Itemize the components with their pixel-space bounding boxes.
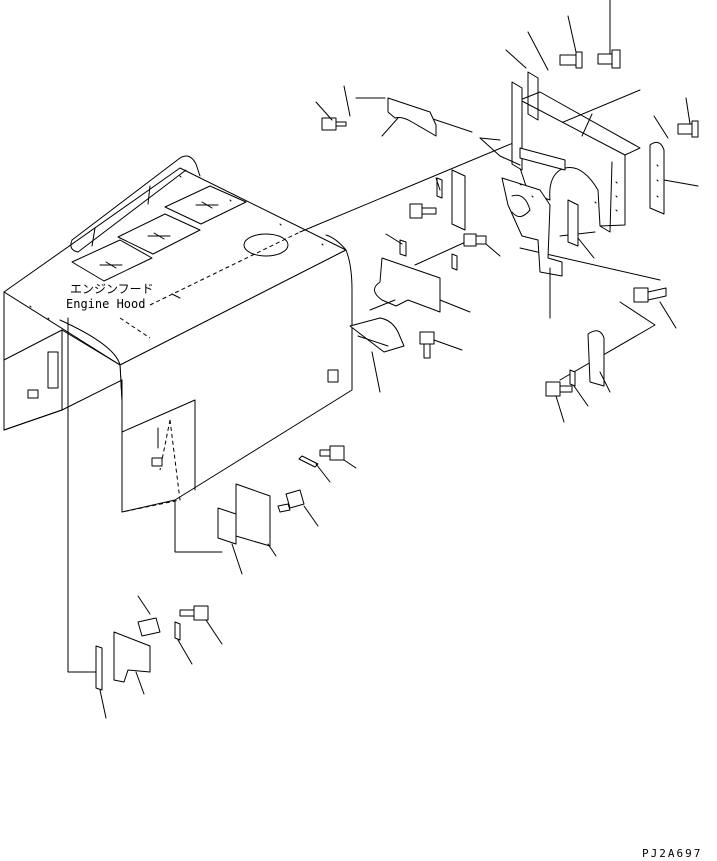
- bolts: [138, 50, 698, 636]
- leader-lines: [100, 0, 698, 718]
- bolt-3: [678, 121, 698, 137]
- bolt-6: [464, 234, 486, 246]
- bolt-11: [278, 490, 304, 512]
- engine-hood-label-en: Engine Hood: [66, 297, 145, 311]
- bolt-12: [138, 618, 160, 636]
- engine-hood-label: エンジンフード Engine Hood: [66, 282, 154, 338]
- drawing-code: PJ2A697: [642, 847, 702, 860]
- bolt-1: [560, 52, 582, 68]
- bolt-4: [322, 118, 346, 130]
- rear-bracket-assembly: [480, 72, 664, 276]
- bolt-8: [634, 288, 666, 302]
- bolt-9: [546, 382, 572, 396]
- bolt-2: [598, 50, 620, 68]
- middle-bracket-assembly: [350, 98, 465, 352]
- bolt-5: [410, 204, 436, 218]
- bolt-7: [420, 332, 434, 358]
- bolt-13: [180, 606, 208, 620]
- lower-left-brackets: [96, 456, 318, 690]
- engine-hood: [4, 156, 352, 512]
- lower-right-parts: [570, 331, 604, 386]
- bolt-10: [320, 446, 344, 460]
- engine-hood-label-jp: エンジンフード: [70, 282, 154, 296]
- assembly-lines: [68, 90, 660, 672]
